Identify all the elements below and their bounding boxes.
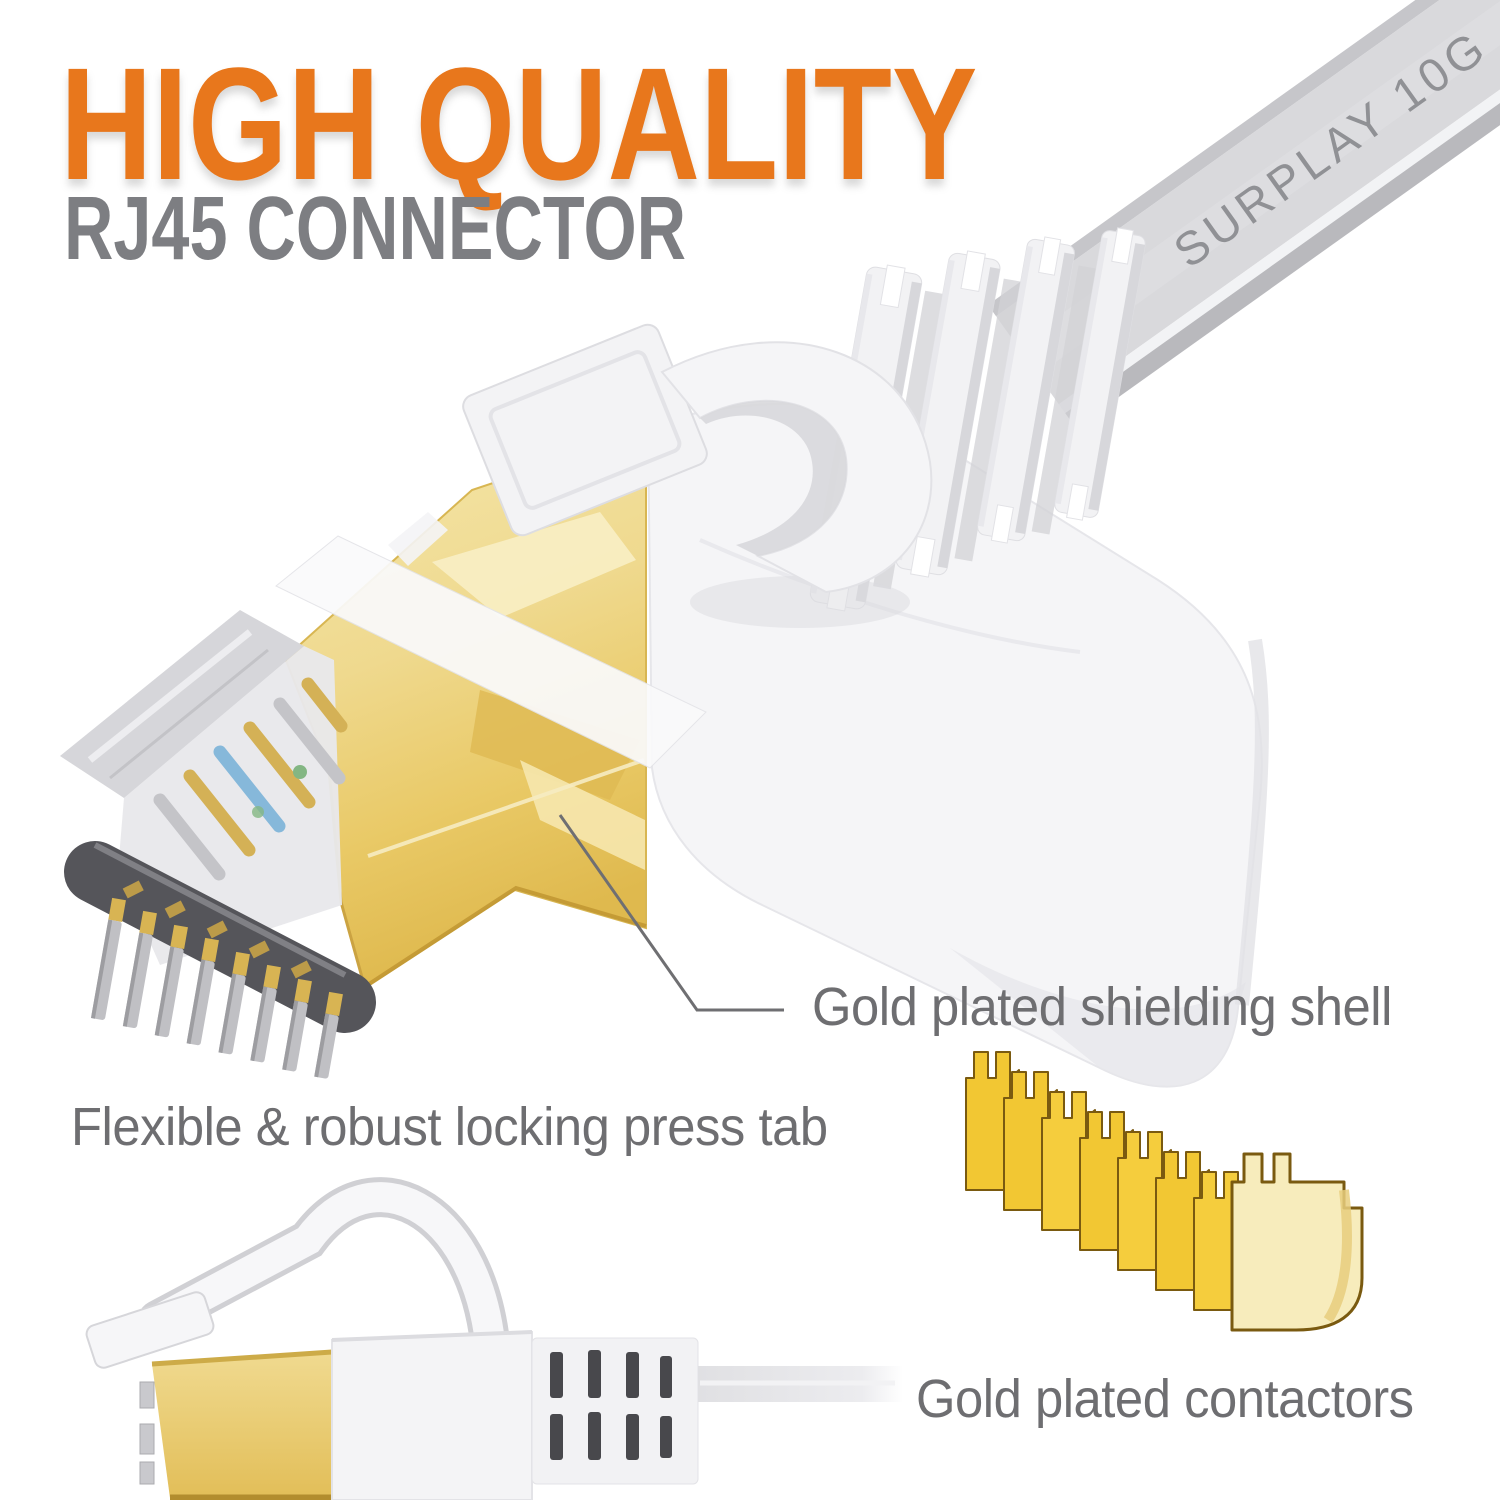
flat-cable: SURPLAY 10G [987,0,1500,428]
contact-ladder [153,677,348,881]
fin [977,236,1075,544]
callout-shielding-shell: Gold plated shielding shell [812,977,1392,1037]
side-view-strain-ribs [531,1337,699,1485]
side-view-body [331,1330,533,1500]
callout-contactors: Gold plated contactors [916,1369,1414,1429]
gold-contacts [965,1051,1364,1332]
page-subtitle: RJ45 CONNECTOR [64,179,687,279]
side-view [85,1177,903,1500]
front-housing [60,610,376,1079]
callout-press-tab: Flexible & robust locking press tab [71,1097,828,1157]
clear-tab-arm [275,535,707,769]
leader-line-shell [558,814,784,1012]
page-title: HIGH QUALITY [60,34,978,213]
gold-shielding-shell [283,430,647,990]
front-pin-teeth [90,897,343,1079]
fin [1054,227,1146,521]
silver-cap [60,610,304,798]
side-view-gold-tip [139,1349,333,1500]
locking-tab-arch [462,323,933,628]
gold-contact-front-blade [1230,1152,1364,1332]
